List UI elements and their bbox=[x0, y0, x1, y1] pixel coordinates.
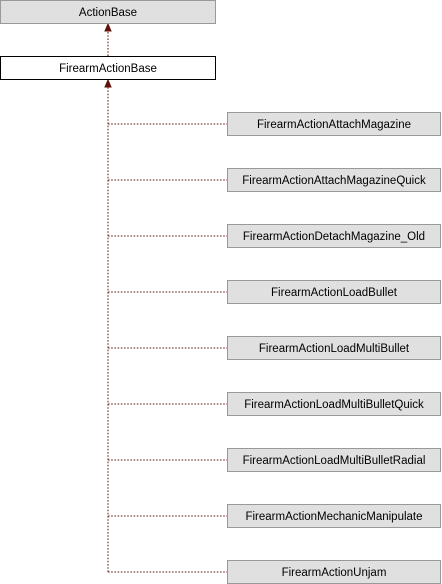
node-child-unjam[interactable]: FirearmActionUnjam bbox=[227, 560, 441, 584]
node-child-attach-magazine[interactable]: FirearmActionAttachMagazine bbox=[227, 112, 441, 136]
edge-arrowhead-root bbox=[104, 22, 112, 32]
node-child-load-multi-bullet-radial[interactable]: FirearmActionLoadMultiBulletRadial bbox=[227, 448, 441, 472]
node-child-label: FirearmActionLoadMultiBulletQuick bbox=[244, 399, 424, 411]
node-child-load-multi-bullet-quick[interactable]: FirearmActionLoadMultiBulletQuick bbox=[227, 392, 441, 416]
node-child-mechanic-manipulate[interactable]: FirearmActionMechanicManipulate bbox=[227, 504, 441, 528]
node-child-detach-magazine-old[interactable]: FirearmActionDetachMagazine_Old bbox=[227, 224, 441, 248]
node-actionbase[interactable]: ActionBase bbox=[0, 0, 216, 24]
node-child-label: FirearmActionDetachMagazine_Old bbox=[243, 231, 425, 243]
edge-arrowhead-base bbox=[104, 78, 112, 88]
node-child-attach-magazine-quick[interactable]: FirearmActionAttachMagazineQuick bbox=[227, 168, 441, 192]
node-actionbase-label: ActionBase bbox=[79, 7, 137, 19]
node-child-label: FirearmActionAttachMagazine bbox=[257, 119, 411, 131]
node-child-label: FirearmActionLoadBullet bbox=[271, 287, 398, 299]
node-firearmactionbase-label: FirearmActionBase bbox=[59, 63, 157, 75]
node-child-label: FirearmActionMechanicManipulate bbox=[245, 511, 422, 523]
node-child-load-bullet[interactable]: FirearmActionLoadBullet bbox=[227, 280, 441, 304]
node-child-label: FirearmActionLoadMultiBulletRadial bbox=[243, 455, 426, 467]
node-child-label: FirearmActionLoadMultiBullet bbox=[259, 343, 410, 355]
node-child-load-multi-bullet[interactable]: FirearmActionLoadMultiBullet bbox=[227, 336, 441, 360]
node-firearmactionbase[interactable]: FirearmActionBase bbox=[0, 56, 216, 80]
node-child-label: FirearmActionAttachMagazineQuick bbox=[242, 175, 426, 187]
node-child-label: FirearmActionUnjam bbox=[282, 567, 387, 579]
